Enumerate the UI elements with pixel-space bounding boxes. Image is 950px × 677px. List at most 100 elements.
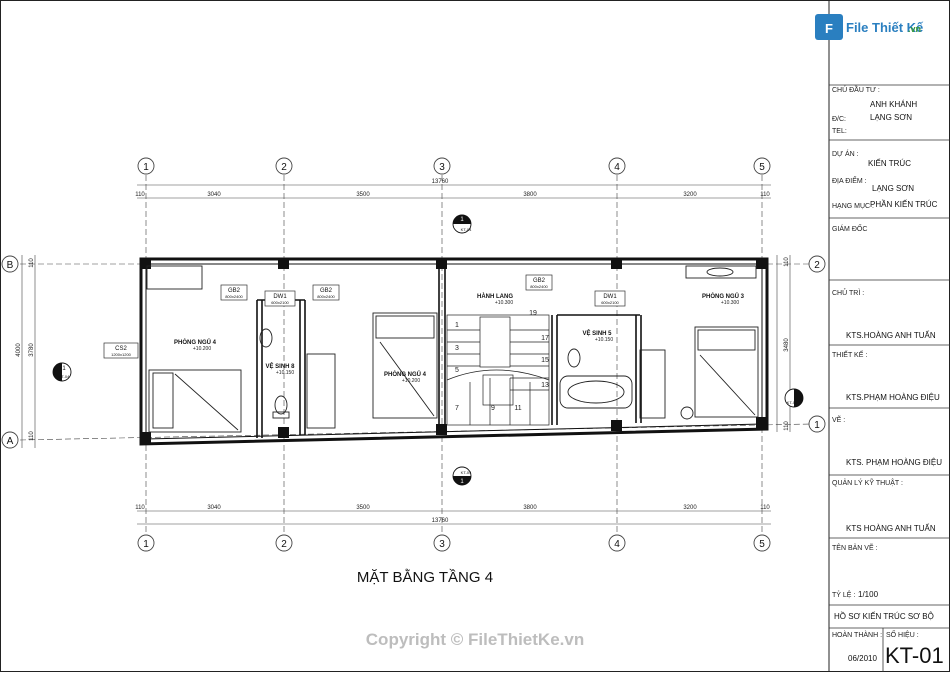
title-block-lines — [829, 84, 950, 672]
item-label: HẠNG MỤC : — [832, 203, 874, 210]
svg-text:GB2: GB2 — [533, 278, 546, 284]
svg-text:3040: 3040 — [207, 505, 221, 511]
svg-text:17: 17 — [541, 335, 549, 342]
stair-numbers: 1 3 5 7 9 11 13 15 17 19 — [455, 310, 549, 412]
axis-label: 4 — [614, 162, 620, 173]
axis-label: 5 — [759, 162, 765, 173]
svg-text:110: 110 — [784, 421, 790, 431]
drafter: KTS. PHẠM HOÀNG ĐIỆU — [846, 458, 943, 467]
svg-text:1: 1 — [62, 366, 66, 372]
grid-axes-vertical — [137, 157, 771, 552]
scale-label: TỶ LỆ : — [832, 592, 856, 599]
qa-label: QUẢN LÝ KỸ THUẬT : — [832, 480, 903, 487]
svg-text:3200: 3200 — [683, 505, 697, 511]
opening-tag-labels: CS2 1200x1200 GB2 800x2400 DW1 600x2100 … — [111, 278, 619, 357]
svg-text:+10.150: +10.150 — [595, 337, 613, 343]
location-label: ĐỊA ĐIỂM : — [832, 178, 867, 185]
svg-text:+10.200: +10.200 — [402, 378, 420, 384]
svg-text:110: 110 — [784, 257, 790, 267]
svg-text:+10.150: +10.150 — [276, 370, 294, 376]
owner-label: CHỦ ĐẦU TƯ : — [832, 87, 880, 94]
room-name: VỆ SINH 8 — [265, 362, 295, 370]
svg-text:GB2: GB2 — [228, 288, 241, 294]
svg-text:GB2: GB2 — [320, 288, 333, 294]
director-label: GIÁM ĐỐC — [832, 226, 868, 233]
svg-text:3: 3 — [455, 345, 459, 352]
svg-text:KT-04: KT-04 — [787, 400, 798, 405]
svg-text:3800: 3800 — [523, 505, 537, 511]
drawing-title: MẶT BẰNG TẦNG 4 — [357, 568, 493, 586]
svg-text:11: 11 — [514, 405, 521, 412]
svg-text:3780: 3780 — [29, 343, 35, 357]
svg-text:F: F — [825, 21, 833, 36]
svg-text:3480: 3480 — [784, 338, 790, 352]
svg-text:+10.200: +10.200 — [193, 346, 211, 352]
designer-label: THIẾT KẾ : — [832, 352, 868, 359]
logo-suffix: .vn — [908, 24, 921, 34]
phone-label: TEL: — [832, 128, 847, 135]
room-labels: PHÒNG NGỦ 4 VỆ SINH 8 PHÒNG NGỦ 4 HÀNH L… — [174, 292, 745, 378]
room-name: HÀNH LANG — [477, 293, 513, 300]
project-label: DỰ ÁN : — [832, 151, 859, 158]
svg-text:600x2100: 600x2100 — [271, 300, 289, 305]
svg-text:13760: 13760 — [432, 518, 449, 524]
svg-text:4000: 4000 — [16, 343, 22, 357]
completed-date: 06/2010 — [848, 654, 877, 663]
furniture — [146, 265, 759, 433]
sheet-number: KT-01 — [885, 643, 944, 668]
room-name: PHÒNG NGỦ 4 — [174, 338, 217, 346]
svg-text:1200x1200: 1200x1200 — [111, 352, 132, 357]
svg-text:5: 5 — [455, 367, 459, 374]
lead: KTS.HOÀNG ANH TUẤN — [846, 331, 936, 340]
designer: KTS.PHẠM HOÀNG ĐIỆU — [846, 393, 940, 402]
svg-text:800x2400: 800x2400 — [225, 294, 243, 299]
svg-text:3500: 3500 — [356, 505, 370, 511]
svg-text:CS2: CS2 — [115, 346, 127, 352]
lead-label: CHỦ TRÌ : — [832, 290, 865, 297]
qa: KTS HOÀNG ANH TUẤN — [846, 524, 936, 533]
axis-label: 4 — [614, 539, 620, 550]
svg-text:800x2400: 800x2400 — [317, 294, 335, 299]
svg-text:3040: 3040 — [207, 192, 221, 198]
project: KIẾN TRÚC — [868, 159, 911, 168]
svg-text:1: 1 — [460, 217, 464, 223]
svg-text:+10.300: +10.300 — [721, 300, 739, 306]
room-name: VỆ SINH 5 — [582, 329, 612, 337]
svg-text:15: 15 — [541, 357, 549, 364]
svg-text:13: 13 — [541, 382, 549, 389]
logo: F File Thiết Kế .vn — [815, 14, 924, 40]
grid-axis-labels-horizontal: B A 2 1 — [7, 260, 821, 447]
staircase — [446, 314, 550, 426]
completed-label: HOÀN THÀNH : — [832, 632, 883, 639]
drawing-name-label: TÊN BẢN VẼ : — [832, 545, 878, 552]
axis-label: B — [7, 260, 14, 271]
room-name: PHÒNG NGỦ 4 — [384, 370, 427, 378]
drafter-label: VẼ : — [832, 417, 846, 424]
svg-text:7: 7 — [455, 405, 459, 412]
svg-text:110: 110 — [135, 192, 145, 198]
opening-tags — [103, 274, 626, 359]
dossier-name: HỒ SƠ KIẾN TRÚC SƠ BỘ — [834, 612, 934, 621]
svg-text:1: 1 — [455, 322, 459, 329]
location: LẠNG SƠN — [872, 184, 914, 193]
section-marks: 1 KT-04 1 KT-04 1 KT-04 1 KT-04 — [52, 214, 804, 486]
watermark: Copyright © FileThietKe.vn — [366, 630, 584, 649]
svg-text:+10.300: +10.300 — [495, 300, 513, 306]
svg-text:3200: 3200 — [683, 192, 697, 198]
svg-text:9: 9 — [491, 405, 495, 412]
axis-label: 3 — [439, 539, 445, 550]
axis-label: 1 — [814, 420, 820, 431]
svg-text:110: 110 — [29, 431, 35, 441]
svg-text:DW1: DW1 — [603, 294, 617, 300]
grid-axis-labels: 1 2 3 4 5 1 2 3 4 5 — [143, 162, 765, 550]
dimension-texts: 110 3040 3500 3800 3200 110 13760 110 30… — [16, 179, 790, 524]
item: PHẦN KIẾN TRÚC — [870, 200, 938, 209]
svg-text:KT-04: KT-04 — [461, 227, 472, 232]
svg-text:1: 1 — [460, 479, 464, 485]
svg-text:KT-04: KT-04 — [461, 470, 472, 475]
svg-text:110: 110 — [135, 505, 145, 511]
svg-text:600x2100: 600x2100 — [601, 300, 619, 305]
svg-text:110: 110 — [29, 258, 35, 268]
svg-text:3800: 3800 — [523, 192, 537, 198]
